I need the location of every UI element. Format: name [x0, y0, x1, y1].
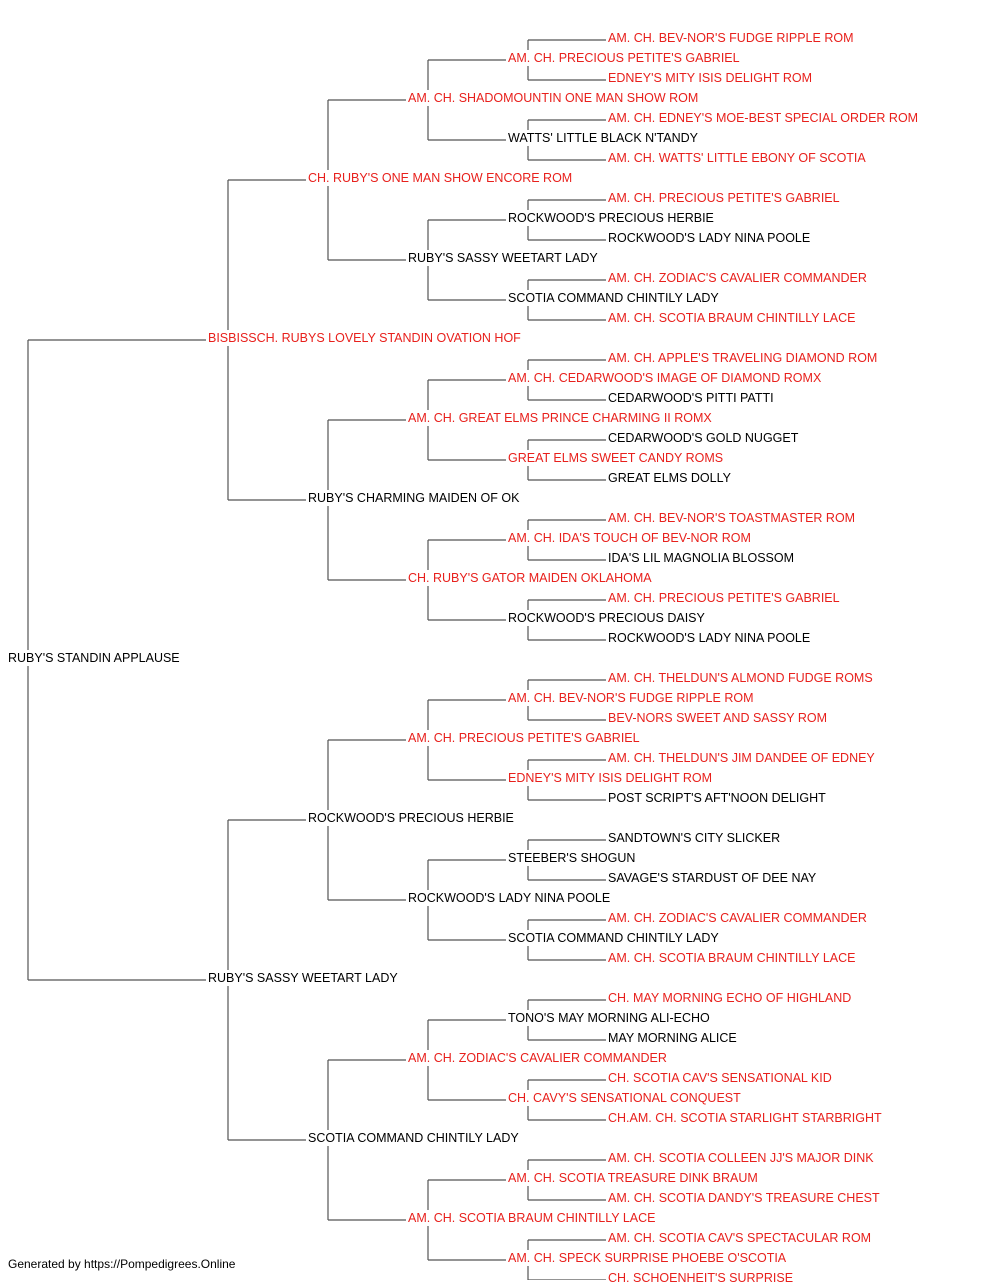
sire-name-gen4: AM. CH. CEDARWOOD'S IMAGE OF DIAMOND ROM… — [508, 370, 824, 386]
sire-name-gen1: BISBISSCH. RUBYS LOVELY STANDIN OVATION … — [208, 330, 523, 346]
dam-name-gen3: ROCKWOOD'S LADY NINA POOLE — [408, 890, 613, 906]
dam-name-gen4: EDNEY'S MITY ISIS DELIGHT ROM — [508, 770, 715, 786]
sire-name-gen3: AM. CH. ZODIAC'S CAVALIER COMMANDER — [408, 1050, 669, 1066]
sire-name-gen2: ROCKWOOD'S PRECIOUS HERBIE — [308, 810, 516, 826]
dam-name-gen5: GREAT ELMS DOLLY — [608, 470, 733, 486]
sire-name-gen5: AM. CH. PRECIOUS PETITE'S GABRIEL — [608, 190, 842, 206]
dam-name-gen1: RUBY'S SASSY WEETART LADY — [208, 970, 400, 986]
dam-name-gen5: CEDARWOOD'S PITTI PATTI — [608, 390, 776, 406]
dam-name-gen4: CH. CAVY'S SENSATIONAL CONQUEST — [508, 1090, 743, 1106]
sire-name-gen5: SANDTOWN'S CITY SLICKER — [608, 830, 783, 846]
sire-name-gen4: ROCKWOOD'S PRECIOUS HERBIE — [508, 210, 716, 226]
sire-name-gen5: CH. SCOTIA CAV'S SENSATIONAL KID — [608, 1070, 834, 1086]
dam-name-gen5: EDNEY'S MITY ISIS DELIGHT ROM — [608, 70, 815, 86]
dam-name-gen3: RUBY'S SASSY WEETART LADY — [408, 250, 600, 266]
sire-name-gen5: CEDARWOOD'S GOLD NUGGET — [608, 430, 801, 446]
sire-name-gen4: AM. CH. PRECIOUS PETITE'S GABRIEL — [508, 50, 742, 66]
subject-name-gen0: RUBY'S STANDIN APPLAUSE — [8, 650, 182, 666]
dam-name-gen5: POST SCRIPT'S AFT'NOON DELIGHT — [608, 790, 828, 806]
sire-name-gen5: AM. CH. EDNEY'S MOE-BEST SPECIAL ORDER R… — [608, 110, 921, 126]
sire-name-gen4: AM. CH. SCOTIA TREASURE DINK BRAUM — [508, 1170, 760, 1186]
sire-name-gen5: AM. CH. SCOTIA COLLEEN JJ'S MAJOR DINK — [608, 1150, 876, 1166]
sire-name-gen4: AM. CH. IDA'S TOUCH OF BEV-NOR ROM — [508, 530, 753, 546]
dam-name-gen4: SCOTIA COMMAND CHINTILY LADY — [508, 930, 721, 946]
dam-name-gen5: AM. CH. SCOTIA BRAUM CHINTILLY LACE — [608, 310, 858, 326]
dam-name-gen4: AM. CH. SPECK SURPRISE PHOEBE O'SCOTIA — [508, 1250, 789, 1266]
sire-name-gen5: CH. MAY MORNING ECHO OF HIGHLAND — [608, 990, 854, 1006]
dam-name-gen5: CH. SCHOENHEIT'S SURPRISE — [608, 1270, 796, 1286]
dam-name-gen4: WATTS' LITTLE BLACK N'TANDY — [508, 130, 700, 146]
dam-name-gen5: IDA'S LIL MAGNOLIA BLOSSOM — [608, 550, 797, 566]
sire-name-gen5: AM. CH. SCOTIA CAV'S SPECTACULAR ROM — [608, 1230, 874, 1246]
dam-name-gen5: SAVAGE'S STARDUST OF DEE NAY — [608, 870, 819, 886]
dam-name-gen3: CH. RUBY'S GATOR MAIDEN OKLAHOMA — [408, 570, 654, 586]
sire-name-gen2: CH. RUBY'S ONE MAN SHOW ENCORE ROM — [308, 170, 575, 186]
sire-name-gen5: AM. CH. ZODIAC'S CAVALIER COMMANDER — [608, 910, 869, 926]
dam-name-gen4: GREAT ELMS SWEET CANDY ROMS — [508, 450, 726, 466]
dam-name-gen4: SCOTIA COMMAND CHINTILY LADY — [508, 290, 721, 306]
dam-name-gen5: MAY MORNING ALICE — [608, 1030, 739, 1046]
sire-name-gen5: AM. CH. BEV-NOR'S TOASTMASTER ROM — [608, 510, 858, 526]
sire-name-gen5: AM. CH. THELDUN'S JIM DANDEE OF EDNEY — [608, 750, 877, 766]
dam-name-gen5: AM. CH. WATTS' LITTLE EBONY OF SCOTIA — [608, 150, 868, 166]
sire-name-gen4: TONO'S MAY MORNING ALI-ECHO — [508, 1010, 712, 1026]
sire-name-gen3: AM. CH. SHADOMOUNTIN ONE MAN SHOW ROM — [408, 90, 701, 106]
sire-name-gen5: AM. CH. PRECIOUS PETITE'S GABRIEL — [608, 590, 842, 606]
dam-name-gen5: AM. CH. SCOTIA DANDY'S TREASURE CHEST — [608, 1190, 882, 1206]
dam-name-gen5: CH.AM. CH. SCOTIA STARLIGHT STARBRIGHT — [608, 1110, 884, 1126]
dam-name-gen2: SCOTIA COMMAND CHINTILY LADY — [308, 1130, 521, 1146]
sire-name-gen5: AM. CH. APPLE'S TRAVELING DIAMOND ROM — [608, 350, 880, 366]
dam-name-gen5: BEV-NORS SWEET AND SASSY ROM — [608, 710, 830, 726]
dam-name-gen3: AM. CH. SCOTIA BRAUM CHINTILLY LACE — [408, 1210, 658, 1226]
generated-by-footer: Generated by https://Pompedigrees.Online — [8, 1257, 236, 1271]
sire-name-gen4: STEEBER'S SHOGUN — [508, 850, 638, 866]
sire-name-gen5: AM. CH. ZODIAC'S CAVALIER COMMANDER — [608, 270, 869, 286]
dam-name-gen5: ROCKWOOD'S LADY NINA POOLE — [608, 630, 813, 646]
dam-name-gen2: RUBY'S CHARMING MAIDEN OF OK — [308, 490, 522, 506]
dam-name-gen5: AM. CH. SCOTIA BRAUM CHINTILLY LACE — [608, 950, 858, 966]
sire-name-gen3: AM. CH. GREAT ELMS PRINCE CHARMING II RO… — [408, 410, 714, 426]
sire-name-gen4: AM. CH. BEV-NOR'S FUDGE RIPPLE ROM — [508, 690, 756, 706]
dam-name-gen5: ROCKWOOD'S LADY NINA POOLE — [608, 230, 813, 246]
sire-name-gen5: AM. CH. BEV-NOR'S FUDGE RIPPLE ROM — [608, 30, 856, 46]
dam-name-gen4: ROCKWOOD'S PRECIOUS DAISY — [508, 610, 707, 626]
sire-name-gen3: AM. CH. PRECIOUS PETITE'S GABRIEL — [408, 730, 642, 746]
sire-name-gen5: AM. CH. THELDUN'S ALMOND FUDGE ROMS — [608, 670, 875, 686]
